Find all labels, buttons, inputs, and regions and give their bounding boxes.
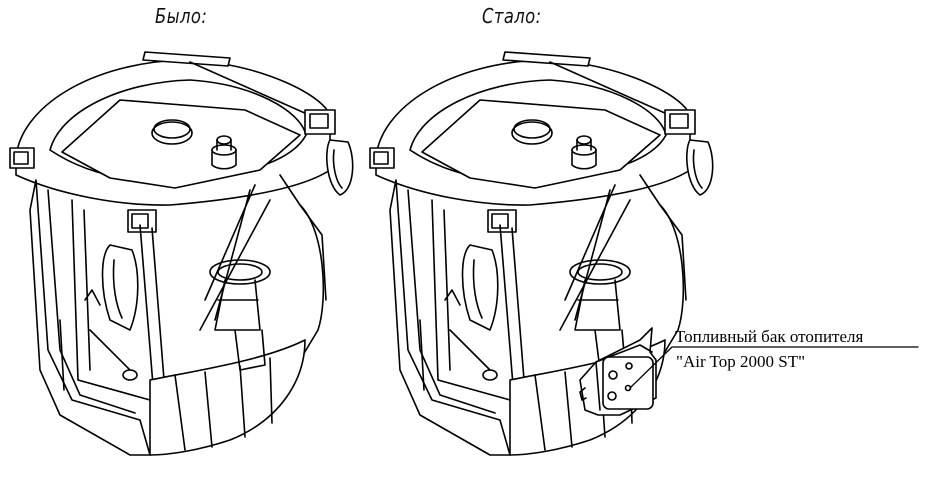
caption-before: Было:: [155, 4, 208, 28]
callout-leader: [629, 346, 919, 389]
fuel-tank: [579, 327, 657, 416]
callout-model: "Air Top 2000 ST": [676, 352, 806, 371]
callout-title: Топливный бак отопителя: [675, 327, 864, 346]
cabin-after: [369, 51, 714, 456]
caption-after: Стало:: [482, 4, 542, 28]
cabin-before: [9, 51, 354, 456]
